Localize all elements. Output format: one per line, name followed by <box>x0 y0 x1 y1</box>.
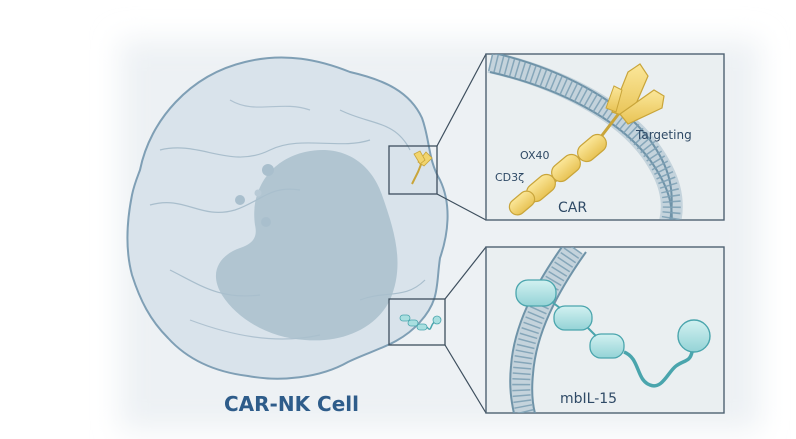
cd3z-label: CD3ζ <box>495 171 524 184</box>
granule <box>254 189 262 197</box>
zoom-connectors <box>436 53 487 414</box>
granule <box>235 195 245 205</box>
targeting-label: Targeting <box>635 128 692 142</box>
car-panel: Targeting OX40 CD3ζ CAR <box>485 53 725 221</box>
ox40-label: OX40 <box>520 149 550 162</box>
zoom-box-car <box>388 145 438 195</box>
il15-construct <box>515 279 711 388</box>
zoom-box-il15 <box>388 298 446 346</box>
granule <box>261 217 271 227</box>
il15-panel: mbIL-15 <box>485 246 725 414</box>
granule <box>262 164 274 176</box>
cell-title: CAR-NK Cell <box>224 392 359 416</box>
car-construct <box>508 63 665 216</box>
car-label: CAR <box>558 200 587 216</box>
mbil15-label: mbIL-15 <box>560 391 617 407</box>
nk-cell <box>126 56 449 380</box>
nucleus <box>215 149 398 341</box>
